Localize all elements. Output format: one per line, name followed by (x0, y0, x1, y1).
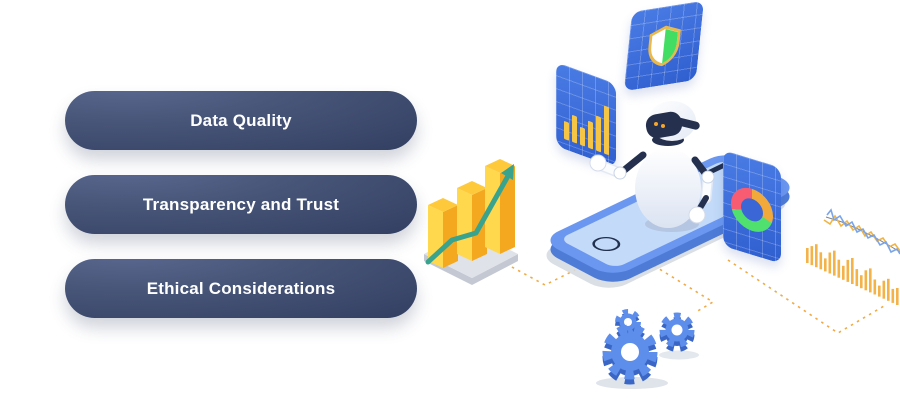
home-button-icon (592, 237, 621, 252)
dotted-connectors (474, 246, 885, 334)
robot-on-smartphone (546, 101, 790, 288)
panel-donut (723, 150, 781, 264)
topic-pill-ethical-considerations[interactable]: Ethical Considerations (65, 259, 417, 318)
gear-icon (659, 312, 695, 352)
topic-pill-data-quality[interactable]: Data Quality (65, 91, 417, 150)
topic-pill-label: Data Quality (190, 110, 292, 130)
robot-visor-icon (645, 111, 700, 139)
topic-pill-label: Transparency and Trust (142, 194, 340, 214)
topic-pill-transparency-and-trust[interactable]: Transparency and Trust (65, 175, 417, 234)
growth-arrow-icon (425, 173, 511, 265)
shield-icon (645, 23, 683, 69)
gears-icon (596, 309, 699, 389)
donut-chart-icon (731, 182, 773, 238)
panel-shield (623, 0, 704, 92)
gear-icon (602, 324, 658, 385)
robot-icon (589, 101, 715, 232)
topic-pill-label: Ethical Considerations (146, 278, 336, 298)
growth-bar-chart-icon (424, 159, 518, 285)
trend-chart-icon (806, 208, 900, 305)
